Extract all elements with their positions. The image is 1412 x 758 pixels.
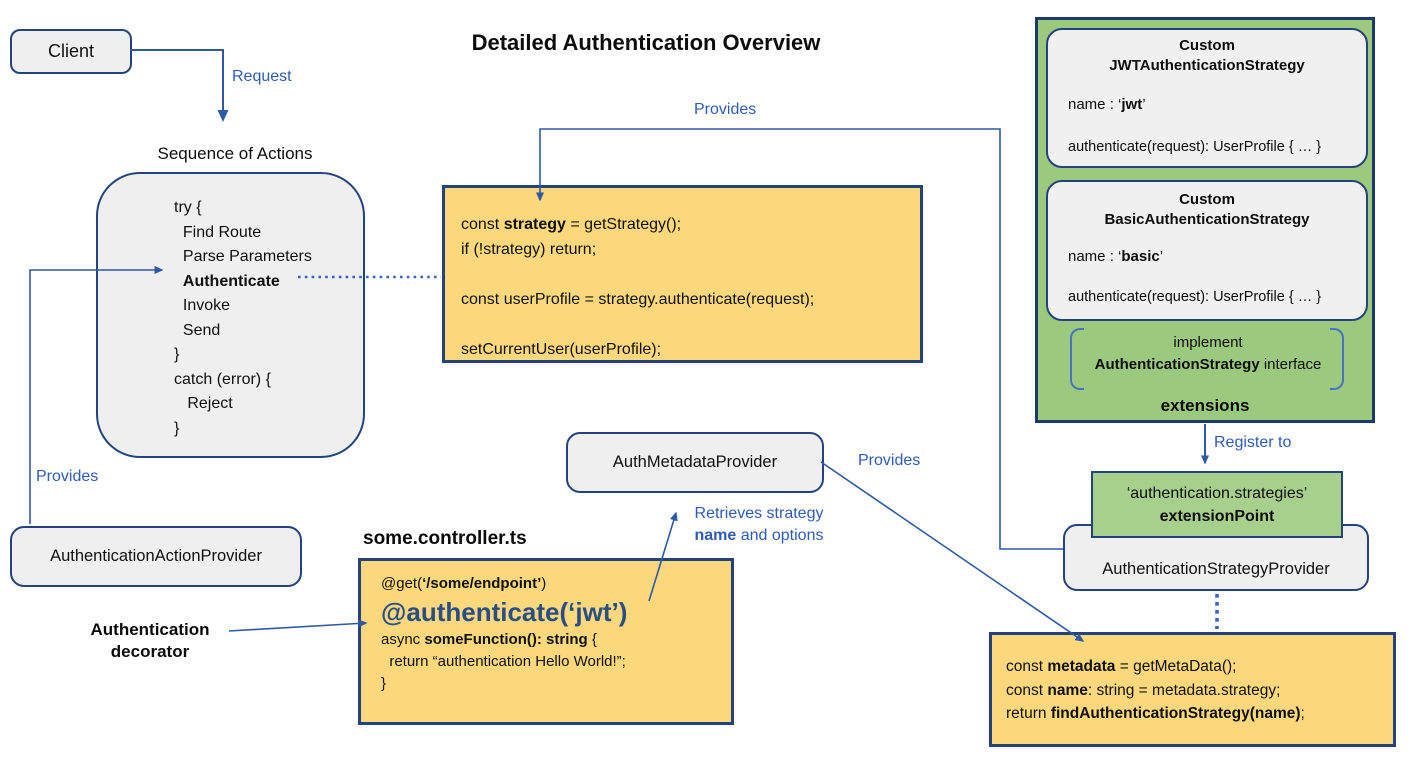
register-to-label: Register to — [1214, 434, 1292, 451]
extensions-footer-label: extensions — [1160, 396, 1250, 415]
card-title: JWTAuthenticationStrategy — [1109, 57, 1305, 74]
implement-bracket-left — [1070, 328, 1084, 390]
sequence-of-actions-box: try { Find Route Parse Parameters Authen… — [96, 172, 365, 458]
retrieves-strategy-note: Retrieves strategy name and options — [688, 503, 830, 547]
authentication-strategy-provider-label: AuthenticationStrategyProvider — [1102, 560, 1330, 578]
code-line: if (!strategy) return; — [461, 241, 597, 258]
sequence-line: Find Route — [174, 223, 262, 241]
extensions-panel: Custom JWTAuthenticationStrategy name : … — [1035, 17, 1375, 423]
request-arrow — [130, 49, 229, 122]
authentication-action-provider-label: AuthenticationActionProvider — [50, 547, 262, 565]
sequence-title: Sequence of Actions — [157, 144, 313, 163]
code-line-close: } — [381, 675, 387, 692]
code-line: const strategy = getStrategy(); — [461, 216, 682, 233]
sequence-line: Parse Parameters — [174, 248, 312, 265]
retrieves-note-line: Retrieves strategy — [694, 505, 824, 522]
provides-top-label: Provides — [694, 101, 757, 118]
decorator-arrow — [228, 619, 368, 632]
jwt-strategy-card: Custom JWTAuthenticationStrategy name : … — [1046, 28, 1368, 168]
basic-strategy-card: Custom BasicAuthenticationStrategy name … — [1046, 180, 1368, 321]
extension-point-type: extensionPoint — [1159, 508, 1275, 525]
provides-right-arrow — [820, 461, 1085, 642]
strategy-authenticate-line: authenticate(request): UserProfile { … } — [1068, 139, 1322, 155]
client-label: Client — [47, 41, 95, 61]
implement-line: AuthenticationStrategy interface — [1094, 356, 1322, 373]
extension-point-name: ‘authentication.strategies’ — [1126, 485, 1308, 502]
strategy-code-box: const strategy = getStrategy(); if (!str… — [442, 185, 923, 363]
code-line-blank — [461, 312, 920, 337]
client-box: Client — [10, 29, 132, 74]
code-line: setCurrentUser(userProfile); — [461, 341, 662, 358]
code-line: const userProfile = strategy.authenticat… — [461, 291, 815, 308]
decorator-label-line: decorator — [110, 642, 190, 661]
provides-right-label: Provides — [858, 452, 921, 469]
implement-line: implement — [1173, 334, 1243, 351]
controller-filename-label: some.controller.ts — [363, 528, 527, 549]
code-line-get: @get(‘/some/endpoint’) — [381, 575, 547, 592]
sequence-line: Invoke — [174, 297, 231, 314]
auth-metadata-provider-box: AuthMetadataProvider — [566, 432, 824, 493]
code-line-blank — [461, 262, 920, 287]
sequence-line: } — [174, 419, 180, 437]
diagram-title: Detailed Authentication Overview — [471, 30, 821, 55]
code-line: const metadata = getMetaData(); — [1006, 658, 1237, 675]
metadata-code-box: const metadata = getMetaData(); const na… — [989, 632, 1396, 747]
code-line-authenticate-decorator: @authenticate(‘jwt’) — [381, 597, 628, 627]
code-line: const name: string = metadata.strategy; — [1006, 681, 1281, 699]
retrieves-note-line: name and options — [694, 527, 824, 544]
sequence-line: Reject — [174, 395, 233, 412]
implement-note: implement AuthenticationStrategy interfa… — [1088, 332, 1328, 376]
card-title: BasicAuthenticationStrategy — [1104, 211, 1310, 228]
request-label: Request — [232, 68, 292, 85]
sequence-line-authenticate: Authenticate — [182, 272, 280, 290]
strategy-name-line: name : ‘basic’ — [1068, 248, 1164, 265]
sequence-line: } — [174, 346, 180, 363]
auth-metadata-provider-label: AuthMetadataProvider — [612, 453, 778, 471]
authentication-action-provider-box: AuthenticationActionProvider — [10, 526, 302, 587]
sequence-line: Send — [174, 321, 221, 339]
code-line: return findAuthenticationStrategy(name); — [1006, 705, 1305, 722]
extension-point-box: ‘authentication.strategies’ extensionPoi… — [1091, 471, 1343, 538]
sequence-line: try { — [174, 199, 202, 216]
card-title: Custom — [1179, 37, 1235, 54]
implement-bracket-right — [1330, 328, 1344, 390]
code-line-return: return “authentication Hello World!”; — [381, 653, 626, 670]
card-title: Custom — [1179, 191, 1235, 208]
strategy-name-line: name : ‘jwt’ — [1068, 96, 1146, 113]
provides-left-label: Provides — [36, 468, 99, 485]
decorator-label-line: Authentication — [90, 620, 210, 639]
sequence-line: catch (error) { — [174, 370, 271, 388]
authentication-decorator-label: Authentication decorator — [80, 619, 220, 663]
code-line-async: async someFunction(): string { — [381, 631, 597, 648]
strategy-authenticate-line: authenticate(request): UserProfile { … } — [1068, 289, 1322, 305]
controller-code-box: @get(‘/some/endpoint’) @authenticate(‘jw… — [358, 558, 734, 725]
